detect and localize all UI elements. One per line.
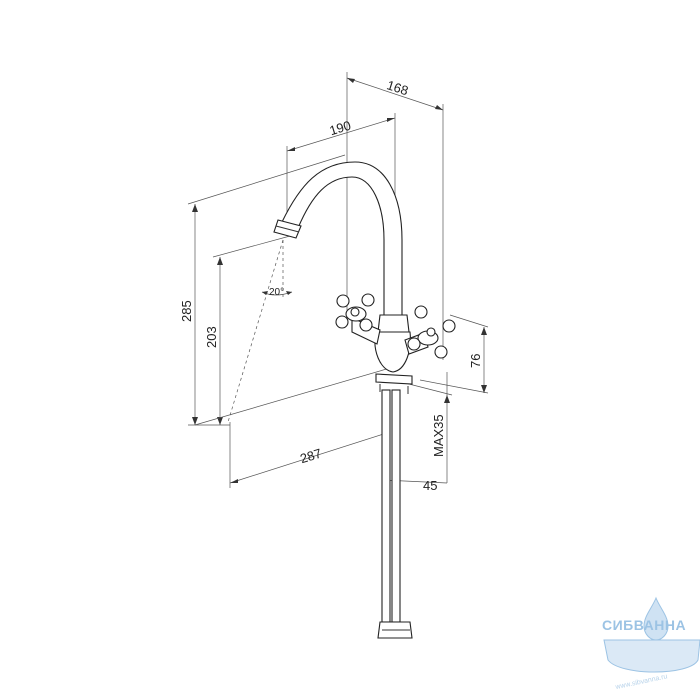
countertop-line bbox=[194, 367, 391, 426]
watermark-brand: СИБВАННА bbox=[602, 617, 686, 633]
dimension-203: 203 bbox=[204, 235, 291, 425]
watermark-logo: СИБВАННА www.sibvanna.ru bbox=[602, 596, 700, 691]
right-cross-handle-icon bbox=[404, 305, 456, 359]
faucet bbox=[273, 161, 456, 639]
dim-45-label: 45 bbox=[423, 478, 437, 493]
angle-20: 20° bbox=[227, 239, 293, 423]
left-cross-handle-icon bbox=[335, 293, 381, 345]
supply-hose-right bbox=[391, 389, 401, 623]
dim-168-label: 168 bbox=[385, 77, 410, 98]
supply-hose-left bbox=[381, 389, 391, 623]
dimension-max35: MAX35 bbox=[404, 372, 453, 483]
dimension-168: 168 bbox=[346, 72, 444, 360]
angle-label: 20° bbox=[269, 287, 284, 298]
watermark-url: www.sibvanna.ru bbox=[614, 673, 668, 691]
dimension-76: 76 bbox=[419, 314, 489, 394]
dim-76-label: 76 bbox=[468, 354, 483, 368]
bathtub-icon bbox=[603, 639, 700, 673]
dimension-190: 190 bbox=[286, 113, 396, 222]
dim-287-label: 287 bbox=[298, 446, 323, 467]
dimension-285: 285 bbox=[179, 154, 346, 426]
dim-190-label: 190 bbox=[328, 118, 353, 139]
dimension-287: 287 bbox=[229, 422, 391, 488]
dim-285-label: 285 bbox=[179, 300, 194, 322]
dim-max35-label: MAX35 bbox=[431, 414, 446, 457]
dim-203-label: 203 bbox=[204, 326, 219, 348]
mounting-nut bbox=[375, 373, 413, 385]
